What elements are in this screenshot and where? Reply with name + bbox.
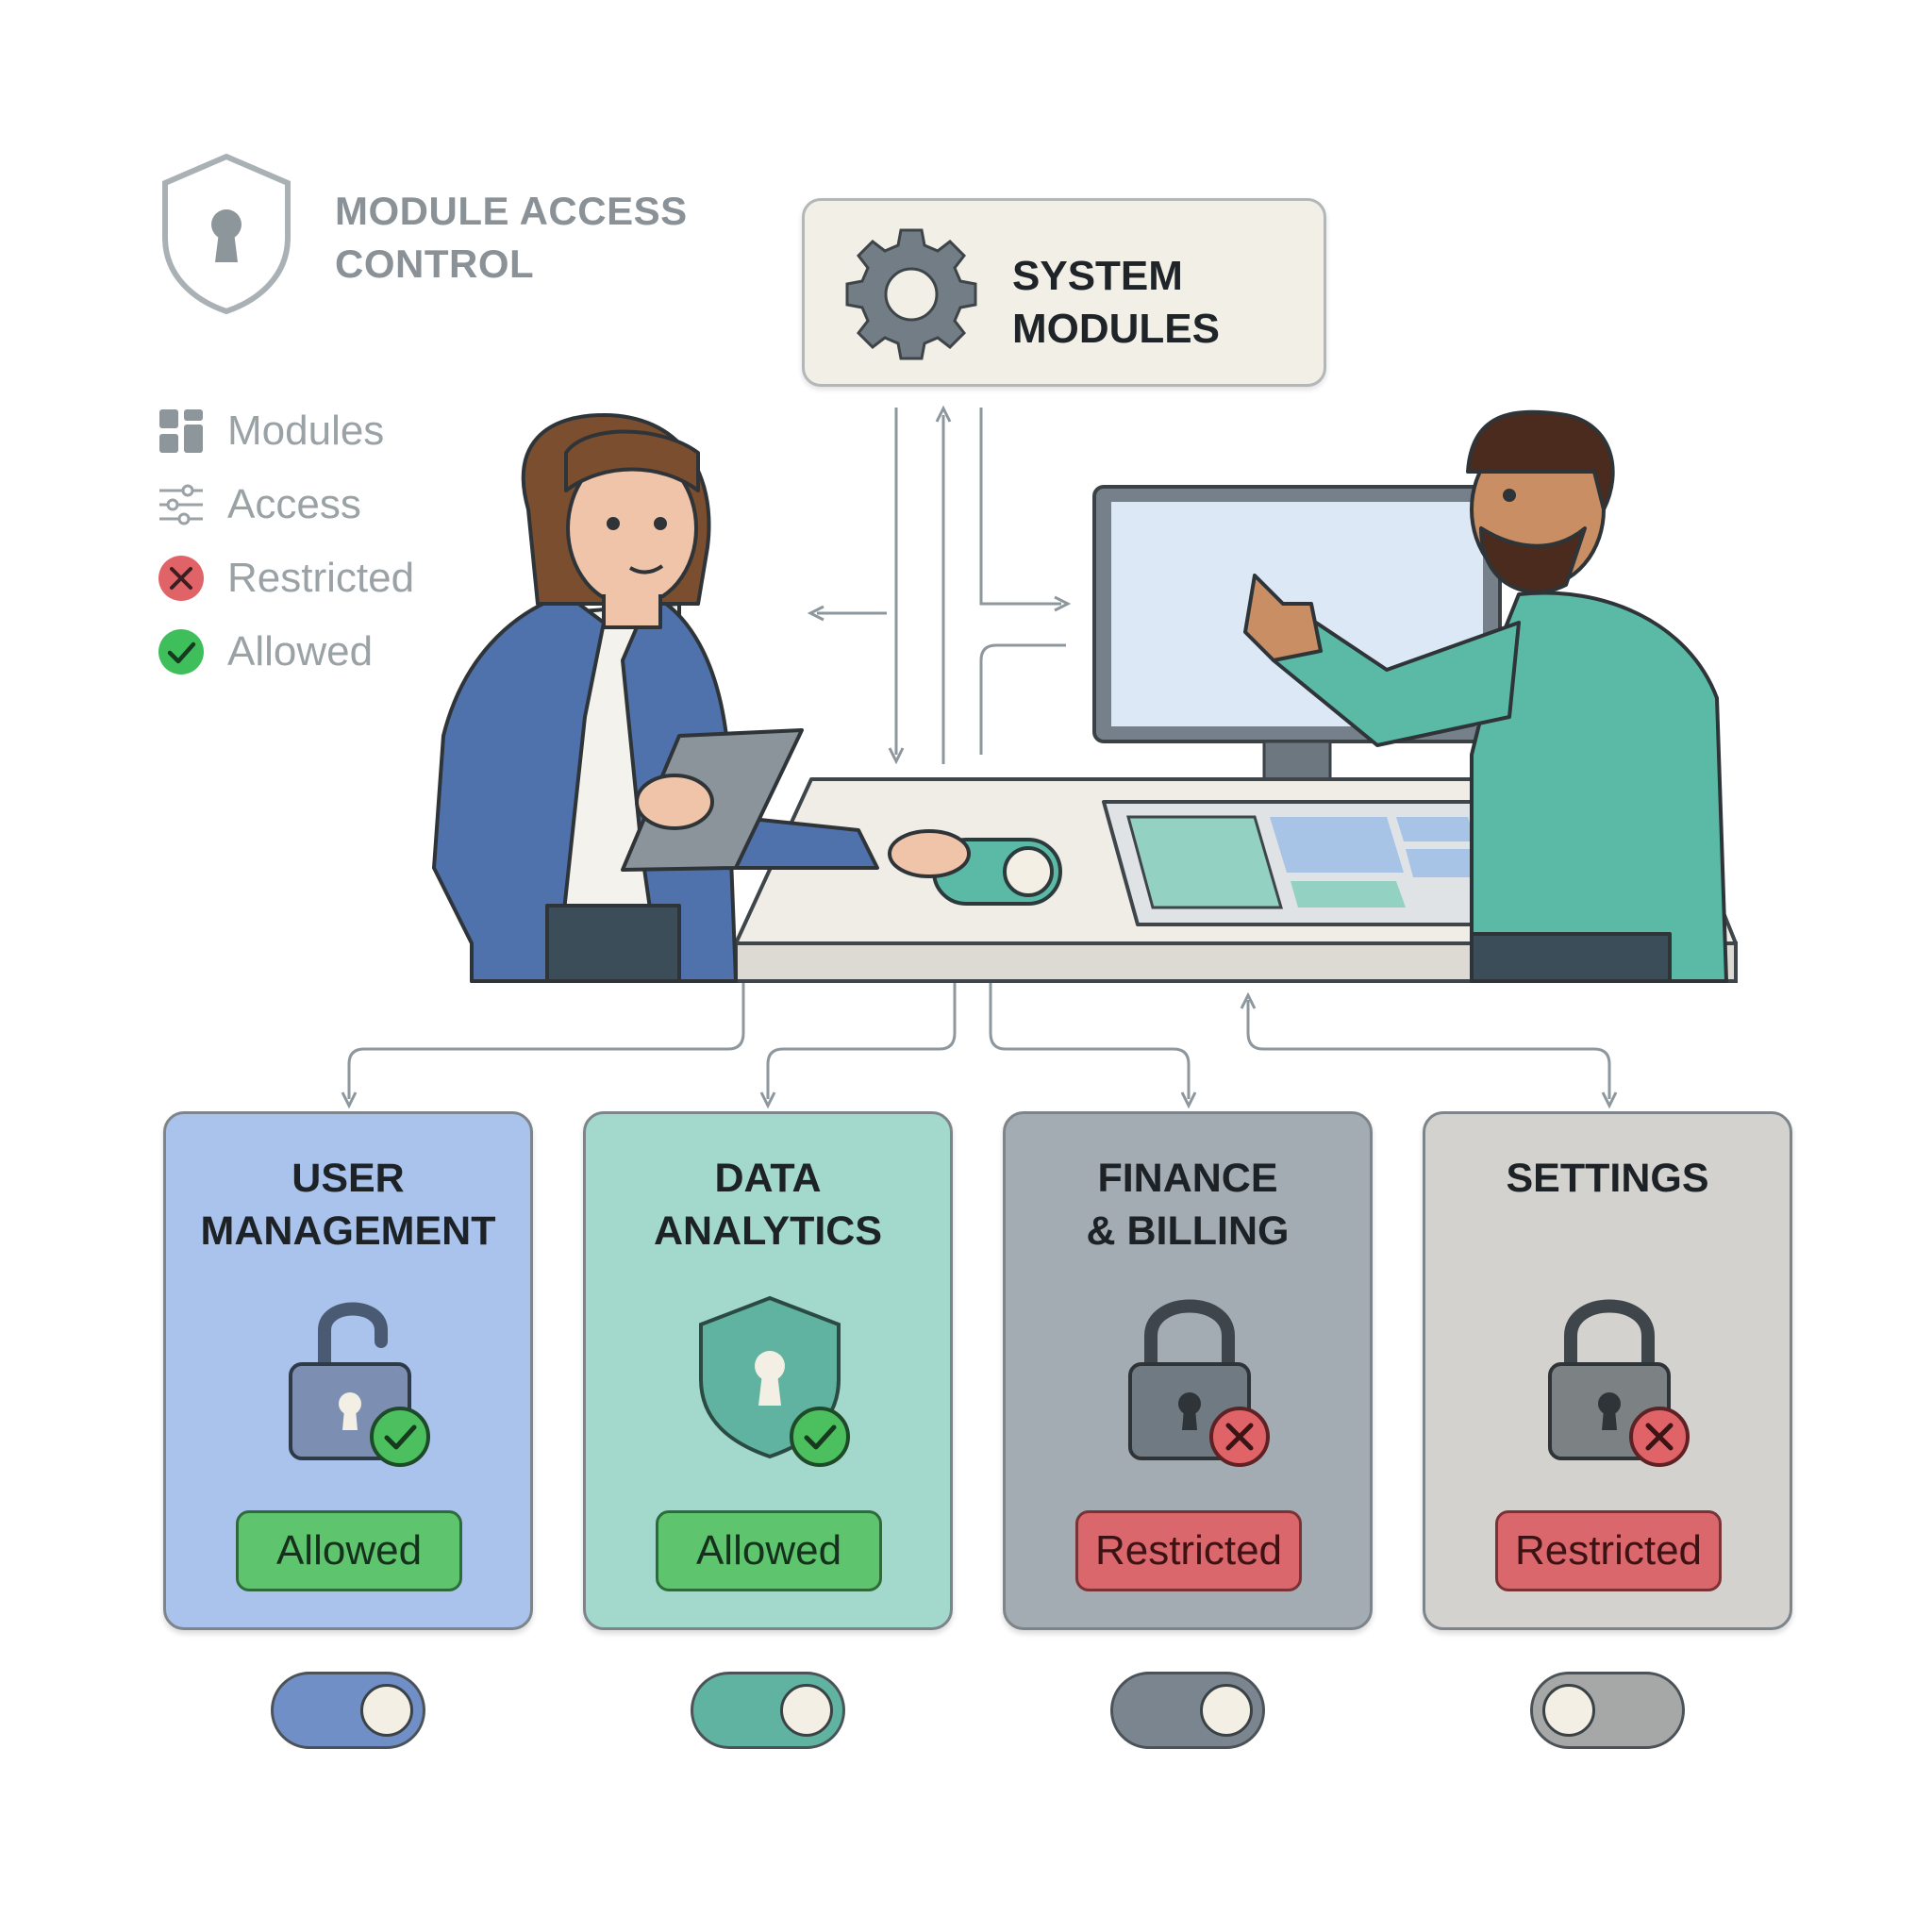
- legend-label: Access: [227, 481, 361, 527]
- legend-label: Restricted: [227, 555, 415, 601]
- toggle-finance-billing[interactable]: [1110, 1672, 1265, 1749]
- system-label-line-2: MODULES: [1012, 306, 1220, 352]
- module-card-data-analytics: DATA ANALYTICS Allowed: [583, 1111, 953, 1630]
- toggle-knob: [1542, 1684, 1595, 1737]
- legend-item-allowed: Allowed: [156, 615, 495, 689]
- module-title: USER MANAGEMENT: [200, 1156, 496, 1254]
- legend-label: Modules: [227, 408, 385, 454]
- toggle-knob: [360, 1684, 413, 1737]
- gear-icon: [845, 228, 977, 360]
- module-card-settings: SETTINGS Restricted: [1423, 1111, 1792, 1630]
- toggle-knob: [1200, 1684, 1253, 1737]
- connector-lines: [349, 408, 1609, 1099]
- toggle-knob: [780, 1684, 833, 1737]
- system-modules-box: SYSTEM MODULES: [802, 198, 1326, 387]
- module-title: DATA ANALYTICS: [653, 1156, 883, 1254]
- legend-item-restricted: Restricted: [156, 541, 495, 615]
- module-title: FINANCE & BILLING: [1086, 1156, 1290, 1254]
- module-title: SETTINGS: [1506, 1156, 1709, 1201]
- system-modules-label: SYSTEM MODULES: [1012, 250, 1295, 356]
- legend: Modules Access Restricted Allowed: [156, 394, 495, 689]
- legend-label: Allowed: [227, 628, 374, 675]
- check-circle-icon: [158, 629, 204, 675]
- shield-lock-icon: [162, 153, 291, 315]
- status-badge: Allowed: [656, 1510, 882, 1591]
- status-badge: Allowed: [236, 1510, 462, 1591]
- toggle-user-management[interactable]: [271, 1672, 425, 1749]
- sliders-icon: [159, 484, 203, 525]
- modules-grid-icon: [159, 409, 203, 453]
- locked-padlock-icon: [1128, 1299, 1270, 1467]
- woman-figure: [432, 413, 971, 983]
- desk-tablet: [1102, 800, 1530, 926]
- module-card-user-management: USER MANAGEMENT Allowed: [163, 1111, 533, 1630]
- title-line-1: MODULE ACCESS: [335, 189, 688, 233]
- toggle-data-analytics[interactable]: [691, 1672, 845, 1749]
- system-label-line-1: SYSTEM: [1012, 253, 1183, 299]
- legend-item-access: Access: [156, 468, 495, 541]
- shield-keyhole-icon: [699, 1295, 850, 1467]
- title-line-2: CONTROL: [335, 242, 535, 286]
- x-circle-icon: [158, 556, 204, 601]
- man-figure: [1243, 409, 1728, 983]
- toggle-settings[interactable]: [1530, 1672, 1685, 1749]
- module-card-finance-billing: FINANCE & BILLING Restricted: [1003, 1111, 1373, 1630]
- legend-item-modules: Modules: [156, 394, 495, 468]
- status-badge: Restricted: [1075, 1510, 1302, 1591]
- locked-padlock-icon: [1548, 1299, 1690, 1467]
- status-badge: Restricted: [1495, 1510, 1722, 1591]
- unlocked-padlock-icon: [289, 1302, 430, 1467]
- diagram-title: MODULE ACCESS CONTROL: [335, 185, 731, 291]
